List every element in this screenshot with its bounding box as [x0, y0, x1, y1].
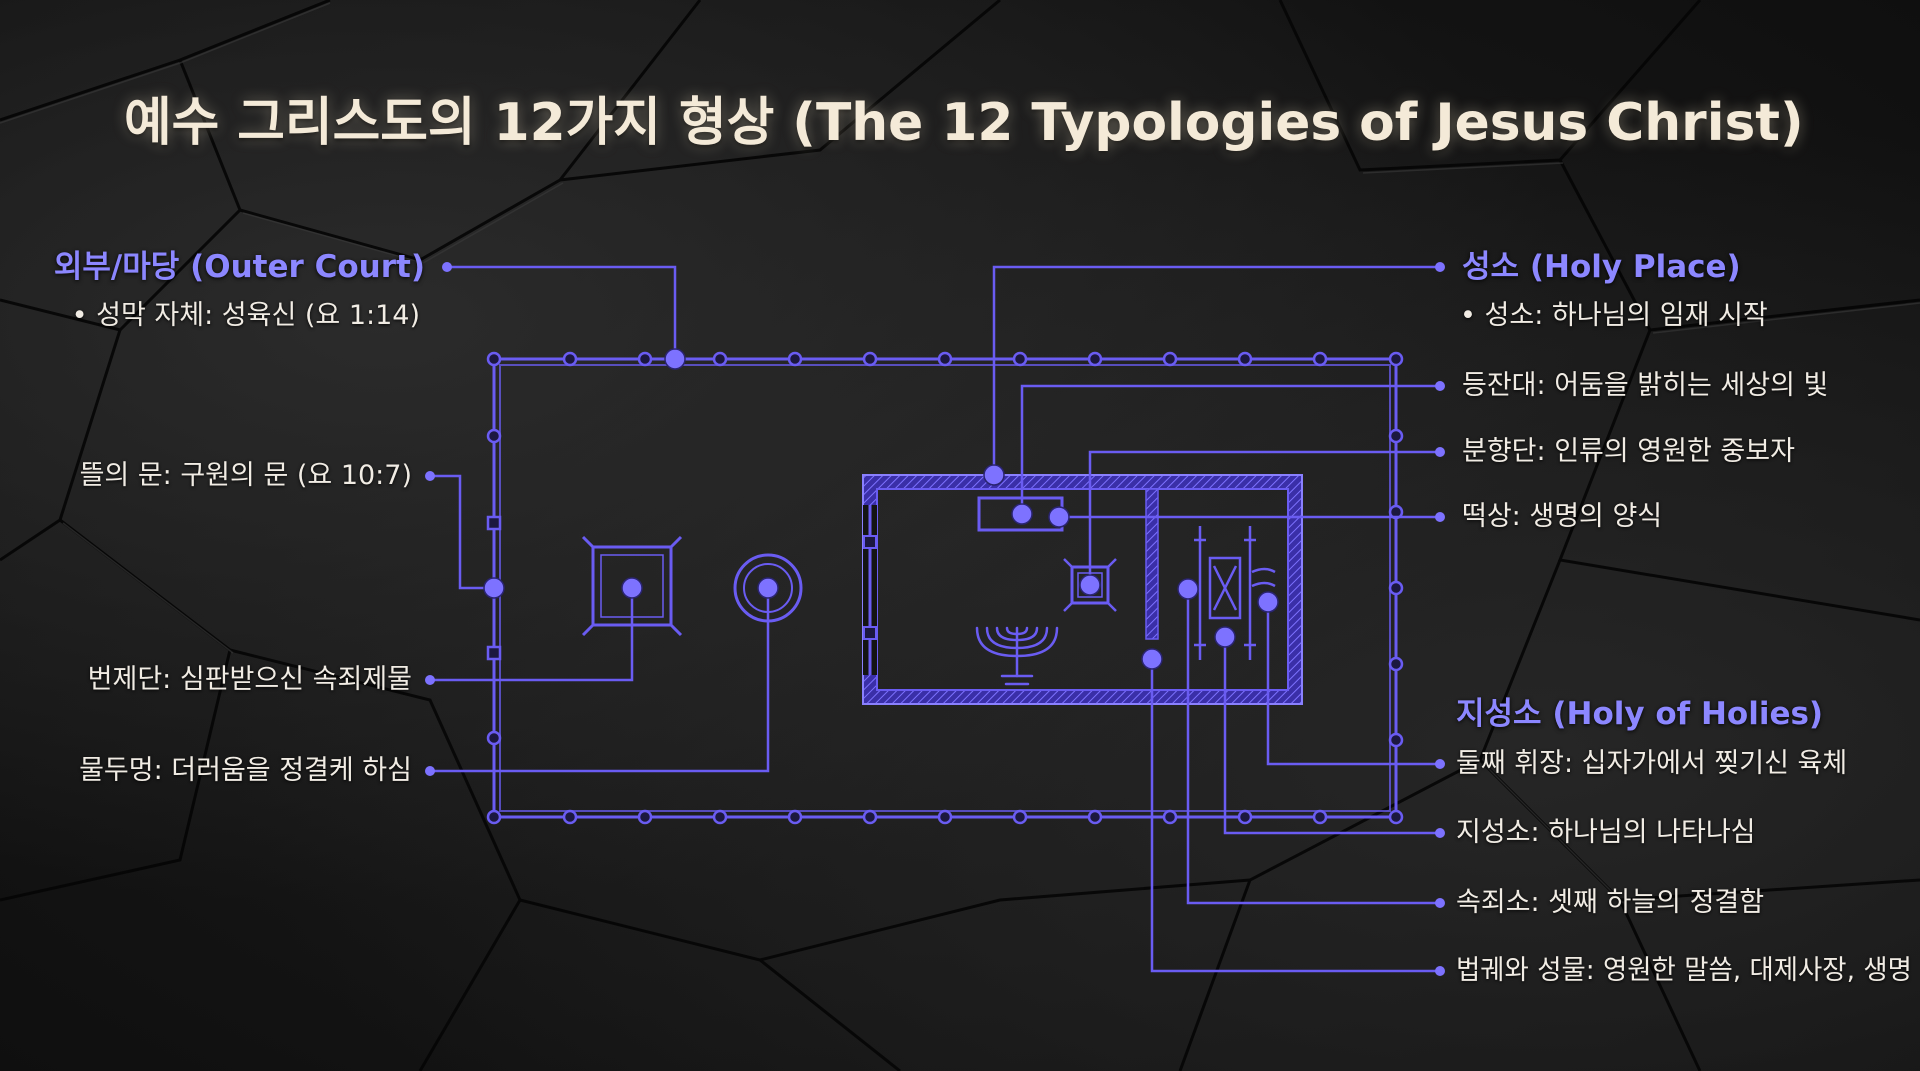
ark-shape	[1194, 526, 1276, 660]
tabernacle-walls	[862, 474, 1303, 705]
altar-label: 번제단: 심판받으신 속죄제물	[87, 664, 412, 695]
outer-court-header: 외부/마당 (Outer Court)	[53, 249, 425, 285]
lampstand-shape	[975, 626, 1059, 686]
most-holy-label: 지성소: 하나님의 나타나심	[1456, 817, 1756, 848]
holy-place-start-label: • 성소: 하나님의 임재 시작	[1460, 300, 1768, 331]
holy-place-header: 성소 (Holy Place)	[1462, 249, 1741, 285]
gate-posts	[486, 515, 502, 661]
line-lampstand	[1020, 384, 1440, 514]
gate-label: 뜰의 문: 구원의 문 (요 10:7)	[79, 460, 412, 491]
line-mercy-seat	[1186, 589, 1440, 905]
page-title: 예수 그리스도의 12가지 형상 (The 12 Typologies of J…	[123, 93, 1804, 153]
mercy-seat-label: 속죄소: 셋째 하늘의 정결함	[1456, 887, 1765, 918]
ark-contents-label: 법궤와 성물: 영원한 말씀, 대제사장, 생명	[1456, 955, 1912, 986]
line-ark-contents	[1150, 659, 1440, 973]
showbread-label: 떡상: 생명의 양식	[1462, 501, 1663, 532]
line-laver	[430, 588, 770, 773]
label-endpoint-dots	[425, 262, 1445, 976]
line-gate	[430, 474, 494, 590]
fence-posts	[486, 351, 1404, 825]
line-incense-altar	[1088, 450, 1440, 585]
holy-of-holies-header: 지성소 (Holy of Holies)	[1456, 696, 1824, 732]
line-altar	[430, 588, 634, 682]
incense-altar-label: 분향단: 인류의 영원한 중보자	[1462, 436, 1795, 467]
line-most-holy	[1223, 637, 1440, 835]
lampstand-label: 등잔대: 어둠을 밝히는 세상의 빛	[1462, 370, 1829, 401]
line-holy-place	[992, 265, 1440, 475]
leader-lines	[430, 265, 1440, 973]
line-outer-court	[447, 265, 677, 359]
anchor-dots	[483, 348, 1279, 670]
line-second-veil	[1266, 602, 1440, 766]
tent-label: • 성막 자체: 성육신 (요 1:14)	[71, 300, 420, 331]
second-veil-label: 둘째 휘장: 십자가에서 찢기신 육체	[1456, 748, 1848, 779]
laver-label: 물두멍: 더러움을 정결케 하심	[79, 755, 412, 786]
